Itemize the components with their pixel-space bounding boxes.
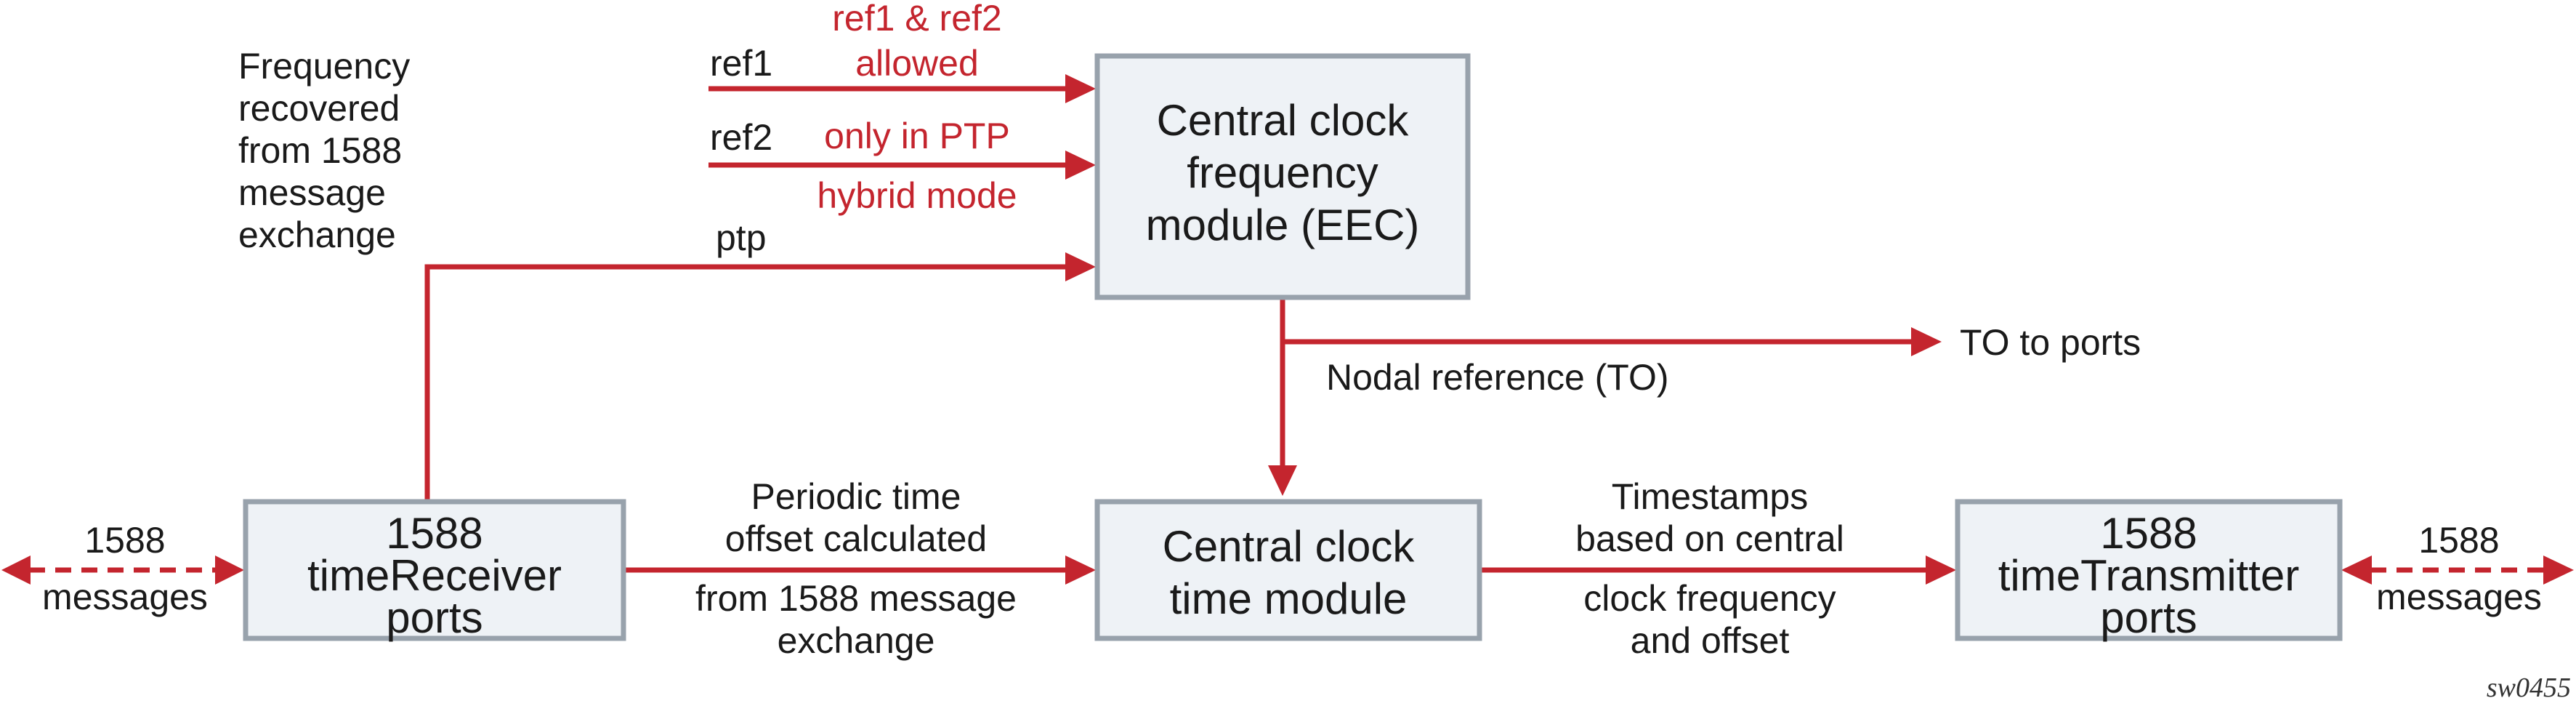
- to-ports-label: TO to ports: [1960, 322, 2141, 363]
- messages-right-arrowhead-in: [2341, 555, 2372, 585]
- time-receiver-line-2: timeReceiver: [307, 551, 562, 600]
- central-frequency-line-3: module (EEC): [1146, 201, 1420, 249]
- freq-recovered-line-5: exchange: [238, 214, 396, 255]
- central-time-module-box: [1094, 499, 1482, 641]
- ptp-mode-line-2: hybrid mode: [817, 175, 1017, 216]
- timestamps-arrowhead: [1926, 555, 1956, 585]
- ptp-label: ptp: [716, 217, 767, 258]
- messages-left-line-2: messages: [42, 577, 208, 617]
- ref1-arrowhead: [1065, 74, 1096, 103]
- time-transmitter-line-1: 1588: [2100, 509, 2197, 558]
- ref2-label: ref2: [710, 117, 772, 158]
- timestamps-line-4: and offset: [1631, 620, 1790, 661]
- ref2-arrowhead: [1065, 151, 1096, 180]
- periodic-offset-line-2: offset calculated: [725, 518, 987, 559]
- ptp-mode-line-1: only in PTP: [824, 116, 1010, 156]
- nodal-reference-label: Nodal reference (TO): [1326, 357, 1668, 398]
- messages-left-line-1: 1588: [84, 520, 165, 561]
- periodic-offset-line-1: Periodic time: [751, 476, 961, 517]
- ptp-arrowhead: [1065, 252, 1096, 281]
- offset-arrowhead: [1065, 555, 1096, 585]
- ref1-label: ref1: [710, 43, 772, 84]
- time-receiver-line-3: ports: [386, 593, 483, 642]
- periodic-offset-line-4: exchange: [778, 620, 935, 661]
- freq-recovered-line-4: message: [238, 172, 386, 213]
- central-time-line-1: Central clock: [1163, 522, 1416, 571]
- time-receiver-ports-box: [243, 499, 626, 641]
- timestamps-line-1: Timestamps: [1612, 476, 1808, 517]
- freq-recovered-line-3: from 1588: [238, 130, 402, 171]
- freq-recovered-line-1: Frequency: [238, 46, 410, 87]
- time-transmitter-line-3: ports: [2100, 593, 2197, 642]
- time-transmitter-ports-box: [1955, 499, 2343, 641]
- messages-right-arrowhead-out: [2543, 555, 2574, 585]
- figure-id: sw0455: [2487, 673, 2571, 703]
- ptp-connector: [424, 264, 1067, 502]
- messages-left-arrowhead-in: [215, 555, 244, 585]
- central-time-line-2: time module: [1170, 574, 1408, 623]
- central-frequency-line-2: frequency: [1187, 148, 1378, 197]
- ref-allowed-line-2: allowed: [855, 43, 979, 84]
- timestamps-line-2: based on central: [1575, 518, 1844, 559]
- time-receiver-line-1: 1588: [386, 509, 483, 558]
- freq-recovered-line-2: recovered: [238, 88, 400, 129]
- messages-right-line-2: messages: [2376, 577, 2542, 617]
- central-frequency-line-1: Central clock: [1157, 96, 1410, 145]
- periodic-offset-line-3: from 1588 message: [695, 578, 1017, 619]
- central-frequency-module-box: [1094, 53, 1471, 300]
- time-transmitter-line-2: timeTransmitter: [1998, 551, 2300, 600]
- ref-allowed-line-1: ref1 & ref2: [832, 0, 1001, 39]
- timestamps-line-3: clock frequency: [1583, 578, 1836, 619]
- nodal-reference-arrowhead: [1268, 465, 1297, 496]
- messages-right-line-1: 1588: [2418, 520, 2499, 561]
- to-ports-arrowhead: [1911, 327, 1942, 356]
- messages-left-arrowhead-out: [1, 555, 31, 585]
